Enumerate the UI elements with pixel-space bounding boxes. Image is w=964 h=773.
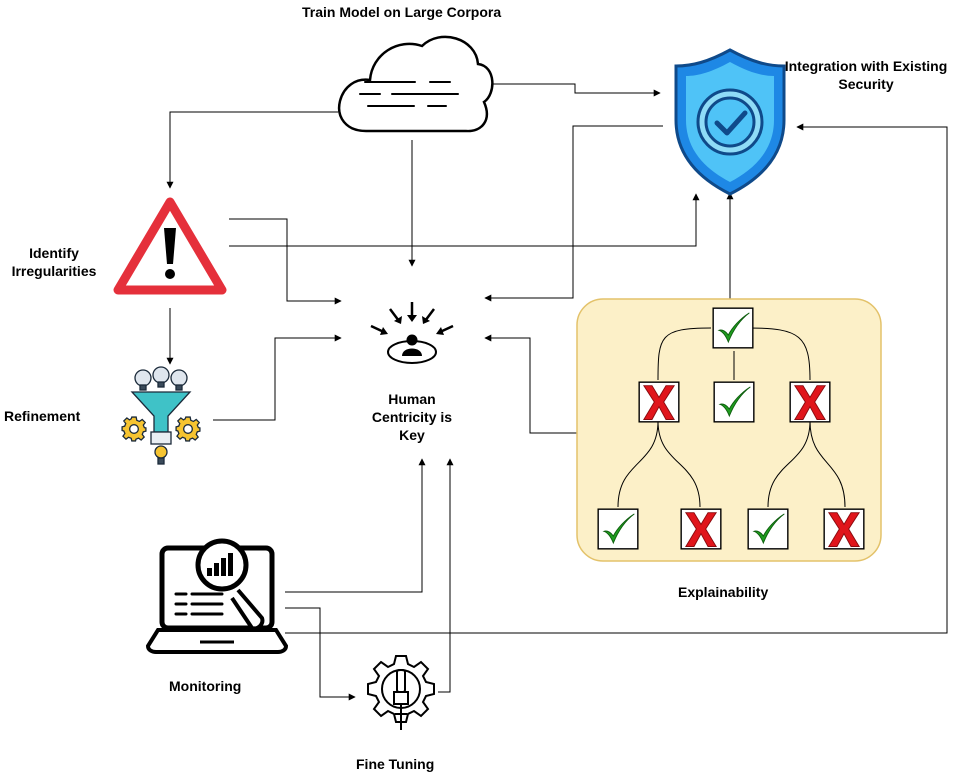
laptop-analytics-icon <box>145 538 289 654</box>
label-fine-tuning: Fine Tuning <box>356 756 435 772</box>
label-refinement: Refinement <box>4 408 81 424</box>
connectors <box>166 83 948 701</box>
tree-leaf-check <box>747 508 789 550</box>
label-identify-irregularities: Identify Irregularities <box>11 245 97 279</box>
funnel-gears-icon <box>121 366 201 465</box>
tuning-gear-icon <box>367 655 435 730</box>
edge-train-to-integration <box>490 83 661 97</box>
edge-integration-to-human <box>484 125 663 302</box>
label-integration-security: Integration with Existing Security <box>784 58 948 92</box>
edge-monitoring-to-finetuning <box>285 607 356 701</box>
shield-check-icon <box>674 48 786 196</box>
tree-node-check <box>713 381 755 423</box>
label-monitoring: Monitoring <box>169 678 242 694</box>
edge-identify-to-human <box>229 218 342 305</box>
tree-leaf-cross <box>823 508 865 550</box>
warning-triangle-icon <box>113 197 227 295</box>
edge-monitoring-to-integration <box>285 123 948 634</box>
tree-leaf-cross <box>680 508 722 550</box>
edge-monitoring-to-human <box>285 458 426 593</box>
label-human-centricity: Human Centricity is Key <box>371 391 453 443</box>
edge-explainability-to-human <box>484 334 577 434</box>
edge-refinement-to-human <box>213 334 342 421</box>
edge-finetuning-to-human <box>438 458 454 693</box>
edge-identify-to-integration <box>229 193 700 247</box>
label-explainability: Explainability <box>678 584 769 600</box>
decision-tree-icon <box>576 298 882 562</box>
cloud-icon <box>337 35 494 133</box>
tree-node-cross <box>789 381 831 423</box>
label-train-model: Train Model on Large Corpora <box>302 4 502 20</box>
tree-leaf-check <box>597 508 639 550</box>
edge-train-to-identify <box>166 111 338 189</box>
tree-node-cross <box>638 381 680 423</box>
person-focus-icon <box>370 302 454 364</box>
tree-root-check <box>712 307 754 349</box>
